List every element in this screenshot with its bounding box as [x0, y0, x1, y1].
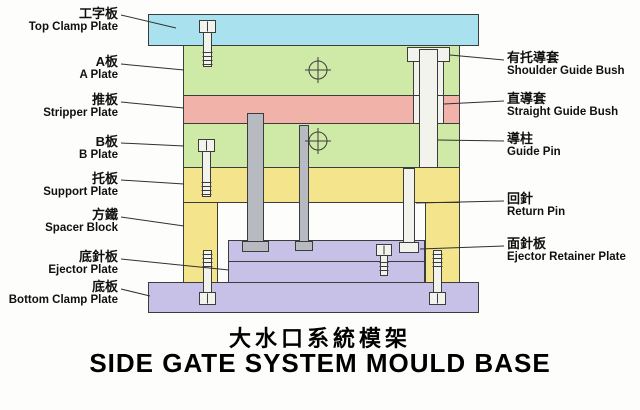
leader-line	[120, 179, 185, 185]
leader-line	[120, 101, 185, 109]
label-zh: 有托導套	[507, 50, 560, 65]
label-en: Straight Guide Bush	[507, 106, 619, 119]
leader-line	[120, 63, 185, 71]
support-plate	[183, 167, 460, 203]
bottom-screw-left-shaft	[203, 250, 212, 293]
label-bottom-clamp-plate: 底板 Bottom Clamp Plate	[9, 279, 118, 308]
label-en: Shoulder Guide Bush	[507, 65, 625, 78]
label-zh: 工字板	[78, 6, 118, 21]
guide-assembly	[399, 47, 450, 253]
label-en: Ejector Retainer Plate	[507, 251, 626, 264]
label-en: Spacer Block	[45, 222, 118, 235]
label-top-clamp-plate: 工字板 Top Clamp Plate	[29, 6, 118, 35]
label-zh: 推板	[91, 92, 118, 107]
ejector-pin-thin-head	[295, 241, 313, 251]
label-straight-guide-bush: 直導套 Straight Guide Bush	[507, 91, 618, 120]
label-b-plate: B板 B Plate	[79, 134, 118, 163]
label-zh: 方鐵	[91, 207, 118, 222]
return-pin	[403, 168, 415, 243]
label-zh: 導柱	[507, 131, 534, 146]
leader-line	[120, 258, 230, 271]
ejector-pin-main-head	[242, 241, 269, 252]
label-ejector-plate: 底針板 Ejector Plate	[48, 249, 118, 278]
label-en: Return Pin	[507, 206, 566, 219]
label-zh: 回針	[507, 191, 534, 206]
label-zh: A板	[95, 54, 118, 69]
label-en: Stripper Plate	[43, 107, 118, 120]
leader-line	[419, 245, 505, 250]
label-shoulder-guide-bush: 有托導套 Shoulder Guide Bush	[507, 50, 625, 79]
leader-line	[437, 139, 505, 142]
label-en: B Plate	[79, 149, 118, 162]
label-zh: 直導套	[507, 91, 547, 106]
leader-line	[120, 142, 185, 147]
ejector-pin-thin	[299, 125, 309, 242]
label-zh: 面針板	[507, 236, 547, 251]
label-en: Top Clamp Plate	[28, 21, 118, 34]
ejector-plate	[228, 261, 425, 283]
label-return-pin: 回針 Return Pin	[507, 191, 565, 220]
label-ejector-retainer-plate: 面針板 Ejector Retainer Plate	[507, 236, 626, 265]
ejector-pin-main	[247, 113, 264, 242]
label-zh: 托板	[91, 171, 118, 186]
ejector-pins	[242, 113, 313, 252]
top-clamp-plate	[148, 14, 479, 46]
hole-crosshair-a-icon	[305, 57, 331, 83]
return-pin-head	[399, 242, 419, 253]
title-english: SIDE GATE SYSTEM MOULD BASE	[89, 348, 551, 378]
label-stripper-plate: 推板 Stripper Plate	[43, 92, 118, 121]
label-guide-pin: 導柱 Guide Pin	[507, 131, 561, 160]
label-en: Ejector Plate	[48, 264, 118, 277]
title-chinese: 大水口系統模架	[228, 326, 411, 351]
label-a-plate: A板 A Plate	[79, 54, 118, 83]
leader-line	[449, 54, 505, 61]
leader-lines	[120, 14, 505, 297]
bottom-screw-right-shaft	[433, 250, 442, 293]
label-zh: B板	[95, 134, 118, 149]
label-en: Bottom Clamp Plate	[8, 294, 118, 307]
leader-line	[120, 288, 151, 297]
leader-line	[120, 216, 185, 227]
screws	[198, 20, 446, 305]
label-zh: 底針板	[78, 249, 118, 264]
support-screw-shaft	[202, 151, 211, 197]
label-en: Guide Pin	[507, 146, 561, 159]
spacer-block-left	[183, 202, 218, 283]
label-en: A Plate	[79, 69, 118, 82]
leader-line	[415, 200, 505, 204]
guide-pin	[419, 49, 438, 168]
label-en: Support Plate	[43, 186, 118, 199]
leader-line	[443, 100, 505, 105]
spacer-block-right	[425, 202, 460, 283]
label-zh: 底板	[91, 279, 118, 294]
b-plate	[183, 123, 460, 168]
leader-line	[120, 14, 177, 29]
label-support-plate: 托板 Support Plate	[43, 171, 118, 200]
top-screw-shaft	[203, 32, 212, 67]
label-spacer-block: 方鐵 Spacer Block	[45, 207, 118, 236]
hole-crosshair-b-icon	[305, 128, 331, 154]
hole-symbols	[305, 57, 331, 154]
retainer-screw-shaft	[380, 255, 388, 276]
